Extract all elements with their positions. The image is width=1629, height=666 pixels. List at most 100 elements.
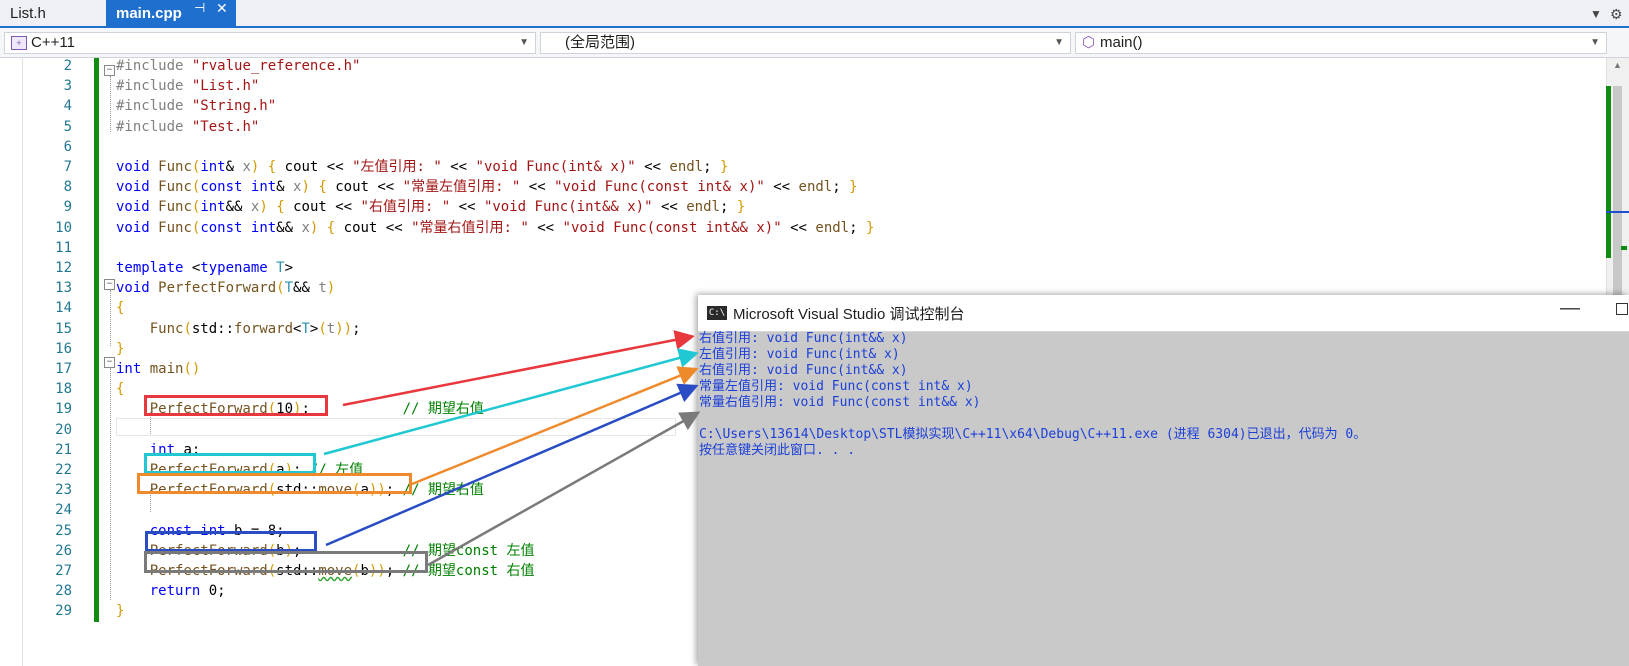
line-number: 24 <box>55 502 72 519</box>
line-number: 6 <box>63 138 72 155</box>
line-number: 5 <box>63 118 72 135</box>
code-line[interactable]: return 0; <box>149 583 226 600</box>
chevron-down-icon: ▼ <box>1590 37 1600 48</box>
tab-label: main.cpp <box>116 5 182 22</box>
code-line[interactable]: const int b = 8; <box>149 522 285 539</box>
line-number: 16 <box>55 340 72 357</box>
line-number: 29 <box>55 603 72 620</box>
console-app-icon: C:\ <box>707 306 727 320</box>
console-line: 右值引用: void Func(int&& x) <box>699 363 908 378</box>
line-number: 18 <box>55 381 72 398</box>
annotation-box-blue <box>145 531 317 552</box>
line-number: 10 <box>55 219 72 236</box>
line-number: 3 <box>63 78 72 95</box>
scroll-up-arrow-icon[interactable]: ▲ <box>1613 60 1622 70</box>
code-line[interactable]: #include "Test.h" <box>116 118 260 135</box>
line-number: 26 <box>55 542 72 559</box>
indent-guide <box>110 368 111 600</box>
annotation-box-cyan <box>144 453 316 474</box>
project-icon: + <box>11 36 27 50</box>
annotation-box-gray <box>144 551 428 573</box>
code-line[interactable]: void Func(const int& x) { cout << "常量左值引… <box>116 179 858 196</box>
current-line-highlight <box>116 418 676 436</box>
console-line: 按任意键关闭此窗口. . . <box>699 443 856 458</box>
project-dropdown[interactable]: + C++11 ▼ <box>4 32 536 54</box>
line-number: 25 <box>55 522 72 539</box>
indent-guide <box>150 412 151 434</box>
line-number: 8 <box>63 179 72 196</box>
annotation-box-red <box>144 395 328 416</box>
console-line: 常量右值引用: void Func(const int&& x) <box>699 395 981 410</box>
code-line[interactable]: void Func(const int&& x) { cout << "常量右值… <box>116 219 875 236</box>
code-line[interactable]: #include "rvalue_reference.h" <box>116 58 361 74</box>
code-line[interactable]: #include "String.h" <box>116 98 277 115</box>
code-line[interactable]: { <box>116 381 125 398</box>
code-line[interactable]: template <typename T> <box>116 260 294 276</box>
console-line: C:\Users\13614\Desktop\STL模拟实现\C++11\x64… <box>699 427 1367 442</box>
code-line[interactable]: void PerfectForward(T&& t) <box>116 280 336 297</box>
code-line[interactable]: { <box>116 300 125 317</box>
console-line: 常量左值引用: void Func(const int& x) <box>699 379 973 394</box>
line-number: 21 <box>55 441 72 458</box>
console-line: 右值引用: void Func(int&& x) <box>699 331 908 346</box>
indent-guide <box>150 490 151 512</box>
navigation-bar: + C++11 ▼ (全局范围) ▼ ⬡ main() ▼ ⇕ <box>0 28 1629 77</box>
minimize-icon[interactable]: — <box>1560 297 1580 319</box>
cube-icon: ⬡ <box>1082 34 1096 51</box>
scrollbar-thumb[interactable] <box>1613 86 1622 296</box>
change-tracking-bar <box>94 58 99 622</box>
tab-main-cpp[interactable]: main.cpp <box>106 0 236 28</box>
line-number: 4 <box>63 98 72 115</box>
console-title-bar[interactable]: C:\ Microsoft Visual Studio 调试控制台 — <box>698 295 1629 332</box>
chevron-down-icon: ▼ <box>519 37 529 48</box>
line-number: 19 <box>55 401 72 418</box>
code-line[interactable]: void Func(int&& x) { cout << "右值引用: " <<… <box>116 199 746 216</box>
code-line[interactable]: void Func(int& x) { cout << "左值引用: " << … <box>116 159 729 175</box>
code-line[interactable]: } <box>116 340 125 357</box>
line-number: 12 <box>55 260 72 276</box>
scrollbar-change-marker <box>1621 246 1627 250</box>
gutter-edge <box>22 58 23 666</box>
pin-icon[interactable]: ⊣ <box>194 0 206 15</box>
collapse-icon[interactable]: − <box>104 357 115 368</box>
scope-label: (全局范围) <box>565 34 635 51</box>
document-tab-bar: List.h main.cpp ⊣ ✕ ▼ ⚙ <box>0 0 1629 28</box>
line-number: 17 <box>55 361 72 377</box>
chevron-down-icon[interactable]: ▼ <box>1590 7 1602 21</box>
project-label: C++11 <box>31 34 75 51</box>
code-line[interactable]: Func(std::forward<T>(t)); <box>149 320 361 337</box>
line-number: 22 <box>55 462 72 478</box>
code-line[interactable]: } <box>116 603 125 620</box>
line-number: 9 <box>63 199 72 216</box>
collapse-icon[interactable]: − <box>104 65 115 76</box>
line-number: 20 <box>55 421 72 438</box>
scrollbar-caret-marker <box>1606 211 1629 213</box>
console-line: 左值引用: void Func(int& x) <box>699 347 900 362</box>
scope-dropdown[interactable]: (全局范围) ▼ <box>540 32 1071 54</box>
line-number: 23 <box>55 482 72 499</box>
maximize-icon[interactable] <box>1616 303 1628 315</box>
line-number: 15 <box>55 320 72 337</box>
chevron-down-icon: ▼ <box>1054 37 1064 48</box>
code-line[interactable]: #include "List.h" <box>116 78 260 95</box>
debug-console-window[interactable]: C:\ Microsoft Visual Studio 调试控制台 — 右值引用… <box>698 295 1629 666</box>
gear-icon[interactable]: ⚙ <box>1610 6 1623 22</box>
collapse-icon[interactable]: − <box>104 279 115 290</box>
line-number: 2 <box>63 58 72 74</box>
line-number: 13 <box>55 280 72 297</box>
scrollbar-change-marker <box>1606 86 1611 258</box>
annotation-box-orange <box>137 473 412 494</box>
line-number: 28 <box>55 583 72 600</box>
member-label: main() <box>1100 34 1143 51</box>
tab-list-h[interactable]: List.h <box>0 0 106 28</box>
indent-guide <box>110 290 111 346</box>
close-icon[interactable]: ✕ <box>216 0 228 16</box>
indent-guide <box>110 76 111 132</box>
line-number: 27 <box>55 563 72 579</box>
line-number: 7 <box>63 159 72 175</box>
line-number: 11 <box>55 239 72 256</box>
code-line[interactable]: int main() <box>116 361 201 377</box>
line-number: 14 <box>55 300 72 317</box>
member-dropdown[interactable]: ⬡ main() ▼ <box>1075 32 1607 54</box>
console-title: Microsoft Visual Studio 调试控制台 <box>733 306 965 323</box>
